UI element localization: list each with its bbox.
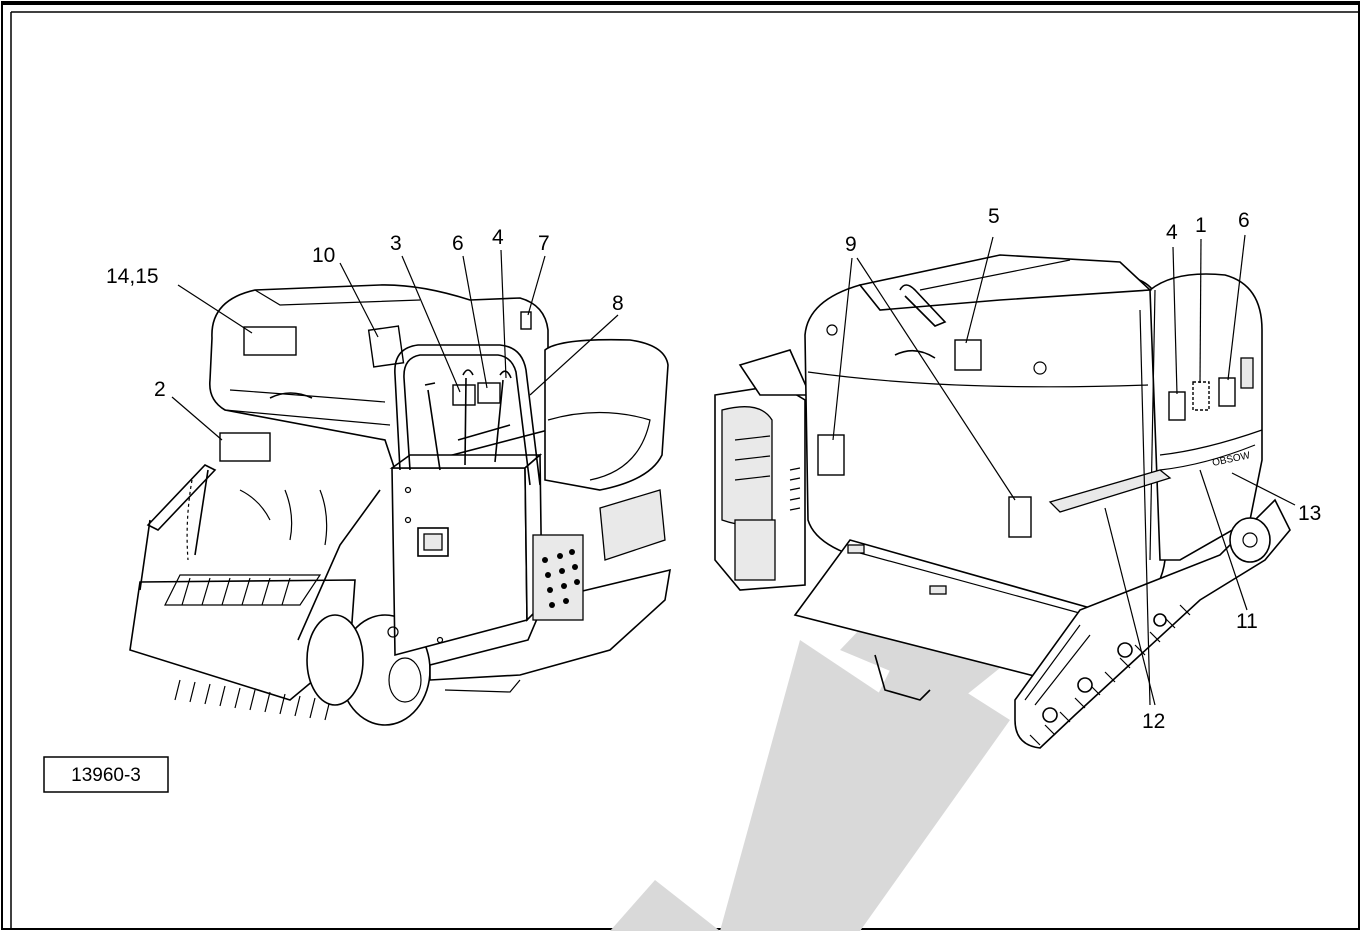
- callout-10: 10: [312, 244, 335, 267]
- decal-9a: [817, 434, 845, 476]
- decal-6: [477, 382, 501, 404]
- callout-12: 12: [1142, 710, 1165, 733]
- left-machine-drawing: [129, 249, 671, 726]
- callout-14-15: 14,15: [106, 265, 159, 288]
- decal-4: [1168, 391, 1186, 421]
- decal-9b: [1008, 496, 1032, 538]
- callout-9: 9: [845, 233, 857, 256]
- decal-2: [219, 432, 271, 462]
- decal-7: [520, 311, 532, 330]
- right-callouts: 9 5 4 1 6 13 11 12: [845, 205, 1321, 733]
- callout-8: 8: [612, 292, 624, 315]
- callout-11: 11: [1236, 610, 1258, 633]
- engine-cage: [532, 534, 584, 621]
- callout-7: 7: [538, 232, 550, 255]
- callout-1: 1: [1195, 214, 1207, 237]
- left-callouts: 14,15 10 3 6 4 7 8 2: [106, 226, 624, 401]
- decal-3: [452, 384, 476, 406]
- decal-5: [954, 339, 982, 371]
- figure-id: 13960-3: [71, 765, 141, 786]
- right-machine-drawing: OBSOW: [714, 234, 1296, 749]
- callout-4: 4: [492, 226, 504, 249]
- decal-1: [1192, 381, 1210, 411]
- callout-5: 5: [988, 205, 1000, 228]
- callout-6-right: 6: [1238, 209, 1250, 232]
- callout-2: 2: [154, 378, 166, 401]
- decal-14-15: [243, 326, 297, 356]
- callout-4-right: 4: [1166, 221, 1178, 244]
- decal-6: [1218, 377, 1236, 407]
- decal-10: [367, 325, 405, 368]
- callout-3: 3: [390, 232, 402, 255]
- callout-6: 6: [452, 232, 464, 255]
- callout-13: 13: [1298, 502, 1321, 525]
- figure-id-box: 13960-3: [43, 756, 169, 793]
